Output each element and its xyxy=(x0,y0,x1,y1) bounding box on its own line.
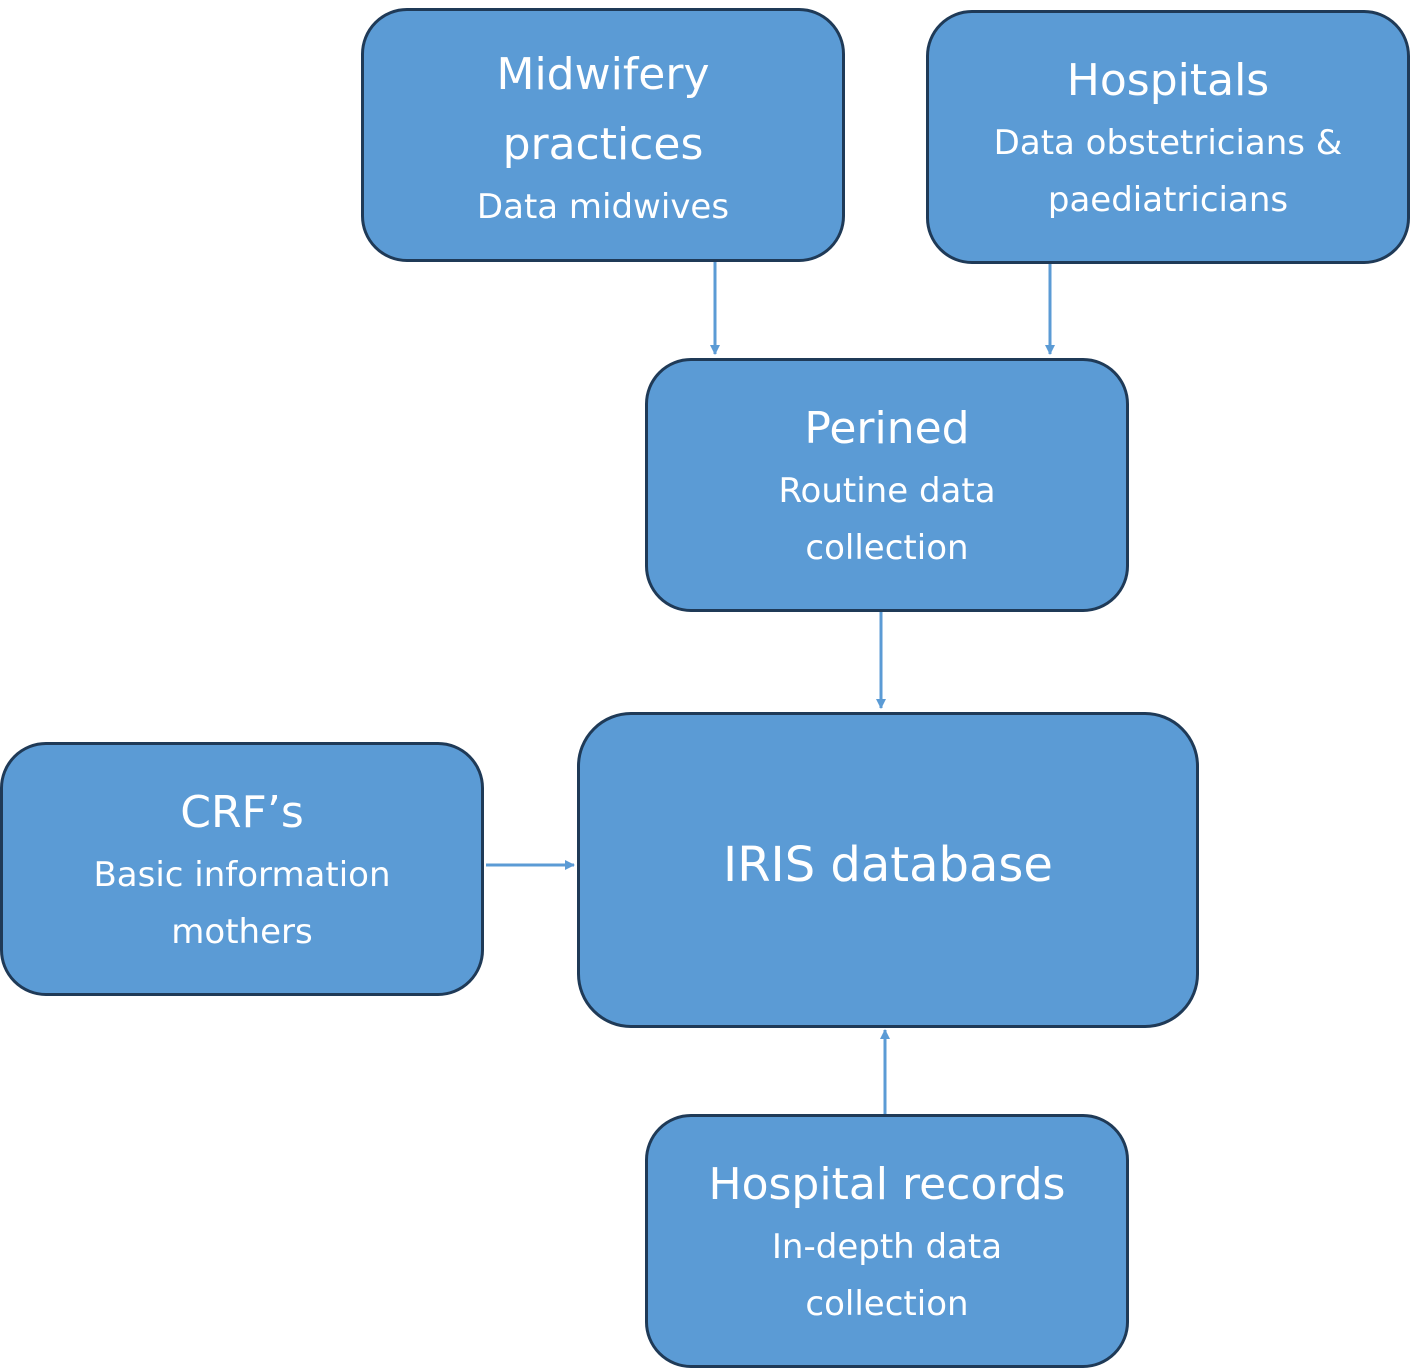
node-crfs: CRF’s Basic information mothers xyxy=(0,742,484,996)
node-title: Perined xyxy=(804,402,970,454)
node-iris-database: IRIS database xyxy=(577,712,1199,1028)
node-title: IRIS database xyxy=(723,837,1053,894)
node-subtitle: Routine data collection xyxy=(778,471,996,568)
node-subtitle: Basic information mothers xyxy=(93,855,391,952)
node-title: Midwifery practices xyxy=(496,49,710,170)
node-hospital-records: Hospital records In-depth data collectio… xyxy=(645,1114,1129,1368)
node-subtitle: In-depth data collection xyxy=(771,1227,1003,1324)
node-perined: Perined Routine data collection xyxy=(645,358,1129,612)
node-title: Hospitals xyxy=(1066,54,1270,106)
node-subtitle: Data obstetricians & paediatricians xyxy=(993,123,1343,220)
node-hospitals: Hospitals Data obstetricians & paediatri… xyxy=(926,10,1410,264)
node-title: Hospital records xyxy=(708,1158,1066,1210)
node-midwifery-practices: Midwifery practices Data midwives xyxy=(361,8,845,262)
node-subtitle: Data midwives xyxy=(476,187,730,228)
node-title: CRF’s xyxy=(180,786,304,838)
